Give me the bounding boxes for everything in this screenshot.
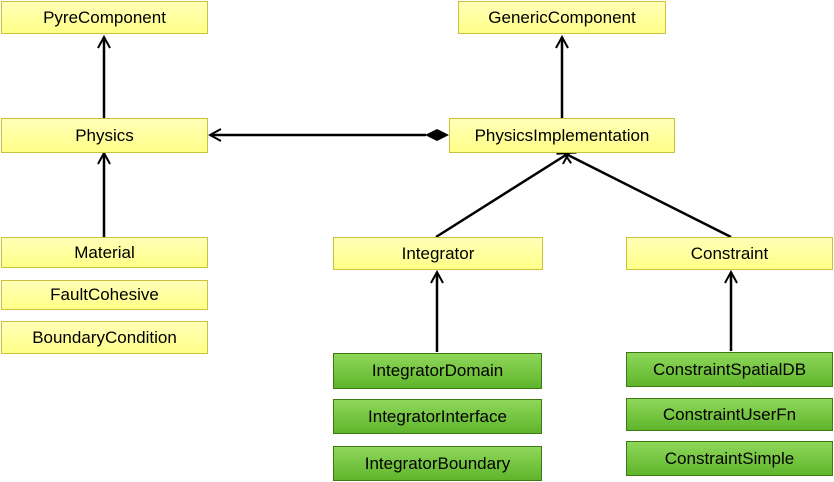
node-label: Integrator <box>401 243 475 263</box>
node-integrator: Integrator <box>333 237 543 270</box>
node-label: ConstraintUserFn <box>662 404 797 424</box>
node-label: IntegratorBoundary <box>364 453 511 473</box>
node-integrator-boundary: IntegratorBoundary <box>333 446 542 481</box>
node-constraint-user-fn: ConstraintUserFn <box>626 398 833 431</box>
node-label: GenericComponent <box>488 7 636 27</box>
node-constraint-simple: ConstraintSimple <box>626 441 833 476</box>
node-generic-component: GenericComponent <box>458 1 666 34</box>
node-boundary-condition: BoundaryCondition <box>1 321 208 354</box>
node-label: FaultCohesive <box>50 285 159 304</box>
node-integrator-domain: IntegratorDomain <box>333 353 542 389</box>
edge-integrator-to-physicsimpl <box>435 153 569 239</box>
node-label: IntegratorDomain <box>371 361 504 380</box>
node-constraint-spatial-db: ConstraintSpatialDB <box>626 352 833 387</box>
node-label: Constraint <box>690 243 769 263</box>
node-label: ConstraintSimple <box>664 448 795 468</box>
node-label: Physics <box>75 125 134 145</box>
node-pyre-component: PyreComponent <box>1 1 208 34</box>
node-physics-implementation: PhysicsImplementation <box>449 118 675 153</box>
node-material: Material <box>1 237 208 268</box>
node-label: PhysicsImplementation <box>474 125 650 145</box>
composition-diamond <box>425 129 449 141</box>
node-fault-cohesive: FaultCohesive <box>1 280 208 310</box>
node-physics: Physics <box>1 118 208 153</box>
node-label: BoundaryCondition <box>32 327 177 347</box>
node-label: Material <box>74 242 135 262</box>
node-label: ConstraintSpatialDB <box>652 359 807 379</box>
node-label: IntegratorInterface <box>368 406 507 426</box>
node-integrator-interface: IntegratorInterface <box>333 399 542 434</box>
node-constraint: Constraint <box>626 237 833 270</box>
edge-constraint-to-physicsimpl <box>564 153 732 239</box>
node-label: PyreComponent <box>43 7 166 27</box>
